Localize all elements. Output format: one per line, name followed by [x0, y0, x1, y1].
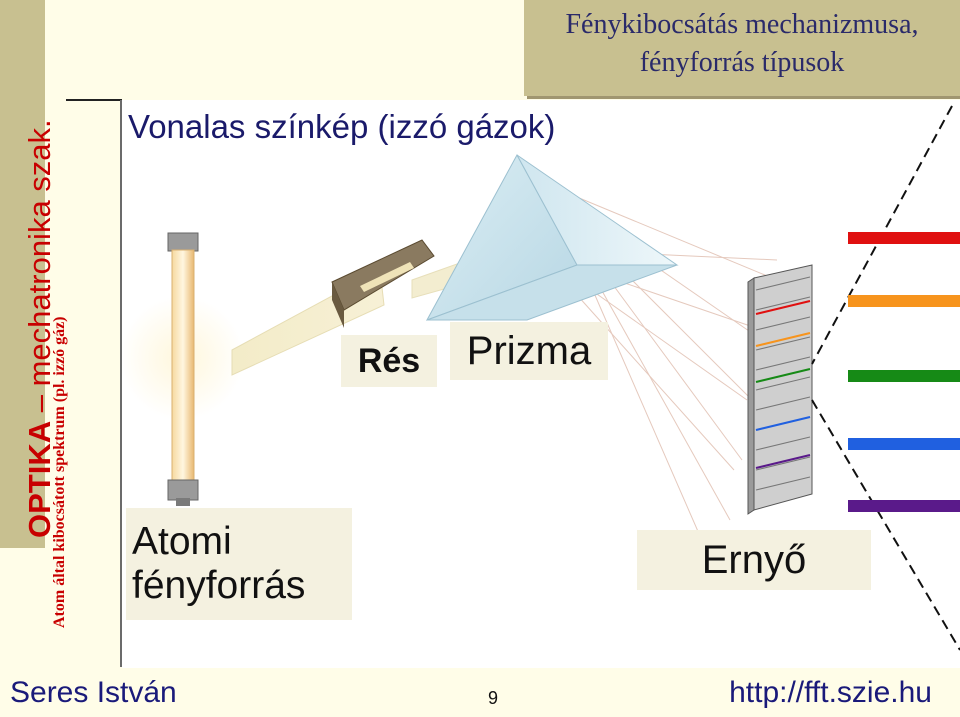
diagram-heading: Vonalas színkép (izzó gázok) — [128, 108, 556, 146]
spectral-line-violet — [848, 500, 960, 512]
slit-label: Rés — [341, 335, 437, 387]
spectral-line-blue — [848, 438, 960, 450]
header-divider — [66, 99, 122, 101]
sidebar-band — [0, 0, 45, 548]
enlarged-spectrum — [848, 232, 960, 512]
screen-line-violet — [755, 454, 811, 469]
screen-line-red — [755, 300, 811, 315]
prism-label: Prizma — [450, 322, 608, 380]
screen-line-green — [755, 368, 811, 383]
prism-shape — [425, 153, 679, 321]
source-label-line1: Atomi — [132, 520, 232, 563]
footer: Seres István 9 http://fft.szie.hu — [0, 668, 960, 717]
footer-url[interactable]: http://fft.szie.hu — [729, 676, 932, 709]
header-spacer — [66, 0, 521, 99]
slide-subtitle: Atom által kibocsátott spektrum (pl. izz… — [51, 316, 68, 628]
page-title-line2: fényforrás típusok — [639, 47, 845, 78]
spectrum-diagram — [122, 105, 960, 651]
title-box: Fénykibocsátás mechanizmusa, fényforrás … — [524, 0, 960, 96]
source-label: Atomi fényforrás — [126, 508, 352, 620]
screen-line-blue — [755, 416, 811, 431]
slit-assembly — [331, 239, 435, 328]
page-title: Fénykibocsátás mechanizmusa, fényforrás … — [524, 6, 960, 82]
dashed-divider-lower — [811, 399, 960, 651]
screen-line-orange — [755, 332, 811, 347]
author-name: Seres István — [10, 676, 177, 709]
screen-panel — [747, 264, 813, 515]
lamp-tube — [167, 232, 199, 506]
screen-label: Ernyő — [637, 530, 871, 590]
source-label-line2: fényforrás — [132, 564, 306, 607]
page-number: 9 — [488, 688, 499, 708]
spectral-line-red — [848, 232, 960, 244]
spectral-line-orange — [848, 295, 960, 307]
slide-left-divider — [120, 100, 122, 667]
spectral-line-green — [848, 370, 960, 382]
page-title-line1: Fénykibocsátás mechanizmusa, — [565, 9, 919, 40]
